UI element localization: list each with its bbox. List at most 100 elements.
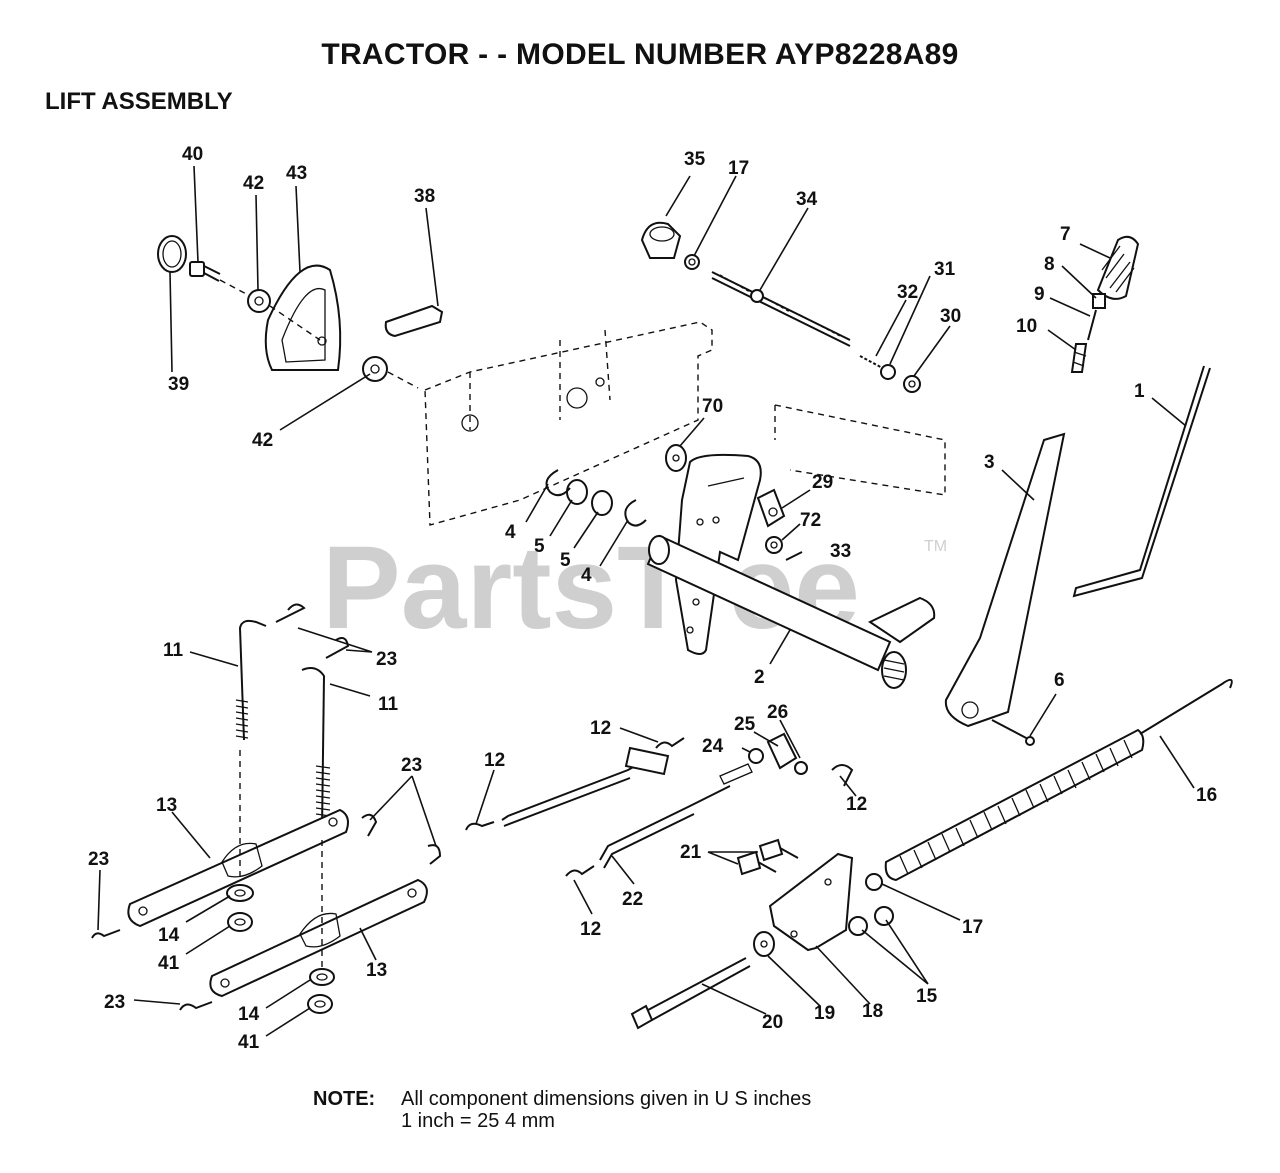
callout-18: 18 (862, 1001, 883, 1022)
part-23-clip-left[interactable] (91, 929, 121, 939)
callout-25: 25 (734, 714, 756, 735)
part-39-cap[interactable] (157, 235, 187, 273)
callout-1: 1 (1134, 381, 1145, 402)
part-72-nut[interactable] (765, 536, 783, 554)
callout-23: 23 (376, 649, 397, 670)
part-5-washer-right[interactable] (591, 490, 613, 516)
part-2-lift-shaft[interactable] (646, 453, 936, 689)
part-17-nut-top[interactable] (684, 254, 700, 270)
callout-5: 5 (534, 536, 545, 557)
part-16-spring[interactable] (884, 678, 1233, 882)
page-title: TRACTOR - - MODEL NUMBER AYP8228A89 (321, 38, 959, 71)
callout-3: 3 (984, 452, 995, 473)
part-40-bolt[interactable] (189, 261, 221, 282)
part-41-nut-upper[interactable] (227, 912, 253, 932)
callout-12: 12 (846, 794, 867, 815)
note-line-2: 1 inch = 25 4 mm (401, 1110, 555, 1132)
callout-labels: 40 42 43 38 39 42 35 17 34 31 32 30 7 8 … (88, 144, 1217, 1053)
callout-11: 11 (163, 640, 184, 661)
callout-42: 42 (243, 173, 264, 194)
part-21-bolts[interactable] (736, 838, 799, 876)
callout-15: 15 (916, 986, 938, 1007)
frame-reference (424, 321, 946, 526)
part-29-ferrule[interactable] (756, 488, 786, 528)
callout-32: 32 (897, 282, 918, 303)
part-12-clip-top[interactable] (655, 737, 685, 749)
part-23-clip-upper2[interactable] (325, 637, 350, 659)
part-22-rod-lower[interactable] (599, 763, 753, 869)
part-35-knob[interactable] (640, 221, 682, 259)
part-5-washer-left[interactable] (566, 479, 588, 505)
part-1-lift-rod[interactable] (1072, 365, 1211, 598)
callout-41: 41 (238, 1032, 260, 1053)
callout-23: 23 (88, 849, 109, 870)
part-6-screw[interactable] (991, 719, 1035, 746)
part-23-clip-lower[interactable] (179, 1001, 213, 1011)
part-23-clip-mid2[interactable] (427, 844, 442, 865)
callout-11: 11 (378, 694, 399, 715)
callout-13: 13 (366, 960, 387, 981)
part-23-clip-upper1[interactable] (275, 603, 306, 623)
part-7-grip[interactable] (1096, 235, 1140, 300)
part-19-washer[interactable] (753, 931, 775, 957)
part-12-clip-bottom[interactable] (565, 865, 595, 877)
part-17-nut-bottom[interactable] (865, 873, 883, 891)
part-33-screw[interactable] (785, 551, 803, 561)
part-13-link-upper[interactable] (127, 808, 349, 928)
part-11-rod-left[interactable] (235, 619, 267, 741)
part-13-link-lower[interactable] (209, 878, 428, 998)
part-12-clip-right[interactable] (831, 764, 854, 787)
part-4-ring-left[interactable] (545, 469, 571, 497)
callout-12: 12 (590, 718, 611, 739)
part-30-nut[interactable] (903, 375, 921, 393)
part-34-rod[interactable] (711, 271, 851, 347)
callout-16: 16 (1196, 785, 1217, 806)
part-rod-upper[interactable] (501, 746, 670, 827)
part-4-ring-right[interactable] (624, 499, 647, 527)
callout-40: 40 (182, 144, 203, 165)
part-38-pin[interactable] (384, 304, 444, 338)
part-15-nuts[interactable] (848, 906, 894, 936)
part-70-washer[interactable] (665, 444, 687, 472)
callout-17: 17 (962, 917, 983, 938)
note-label: NOTE: (313, 1088, 376, 1110)
part-31-washer[interactable] (880, 364, 896, 380)
part-26-washer[interactable] (794, 761, 808, 775)
part-11-rod-right[interactable] (301, 667, 331, 831)
callout-72: 72 (800, 510, 821, 531)
part-23-clip-mid1[interactable] (361, 813, 378, 837)
callout-70: 70 (702, 396, 723, 417)
callout-6: 6 (1054, 670, 1065, 691)
part-14-washer-upper[interactable] (226, 884, 254, 902)
callout-34: 34 (796, 189, 818, 210)
callout-17: 17 (728, 158, 749, 179)
callout-24: 24 (702, 736, 724, 757)
part-41-nut-lower[interactable] (307, 994, 333, 1014)
part-12-clip-left[interactable] (465, 821, 495, 831)
part-9-pin[interactable] (1087, 309, 1097, 341)
part-43-bracket[interactable] (264, 264, 342, 371)
part-42-washer-lower[interactable] (362, 356, 388, 382)
part-20-bolt[interactable] (630, 957, 751, 1030)
part-10-spring-pin[interactable] (1070, 343, 1088, 373)
part-18-bracket[interactable] (768, 852, 854, 952)
callout-22: 22 (622, 889, 643, 910)
callout-26: 26 (767, 702, 788, 723)
part-42-washer-top[interactable] (247, 289, 271, 313)
callout-14: 14 (158, 925, 180, 946)
part-32-spring[interactable] (859, 355, 891, 373)
section-title: LIFT ASSEMBLY (45, 88, 233, 115)
watermark-trademark: TM (924, 538, 947, 555)
callout-4: 4 (505, 522, 516, 543)
part-14-washer-lower[interactable] (309, 968, 335, 986)
part-3-lift-handle[interactable] (944, 432, 1066, 728)
part-25-ferrule[interactable] (766, 732, 798, 770)
callout-21: 21 (680, 842, 702, 863)
callout-14: 14 (238, 1004, 260, 1025)
leader-lines (97, 165, 1195, 1037)
callout-12: 12 (484, 750, 505, 771)
note: NOTE:All component dimensions given in U… (313, 1088, 811, 1132)
callout-43: 43 (286, 163, 307, 184)
part-24-nut[interactable] (748, 748, 764, 764)
